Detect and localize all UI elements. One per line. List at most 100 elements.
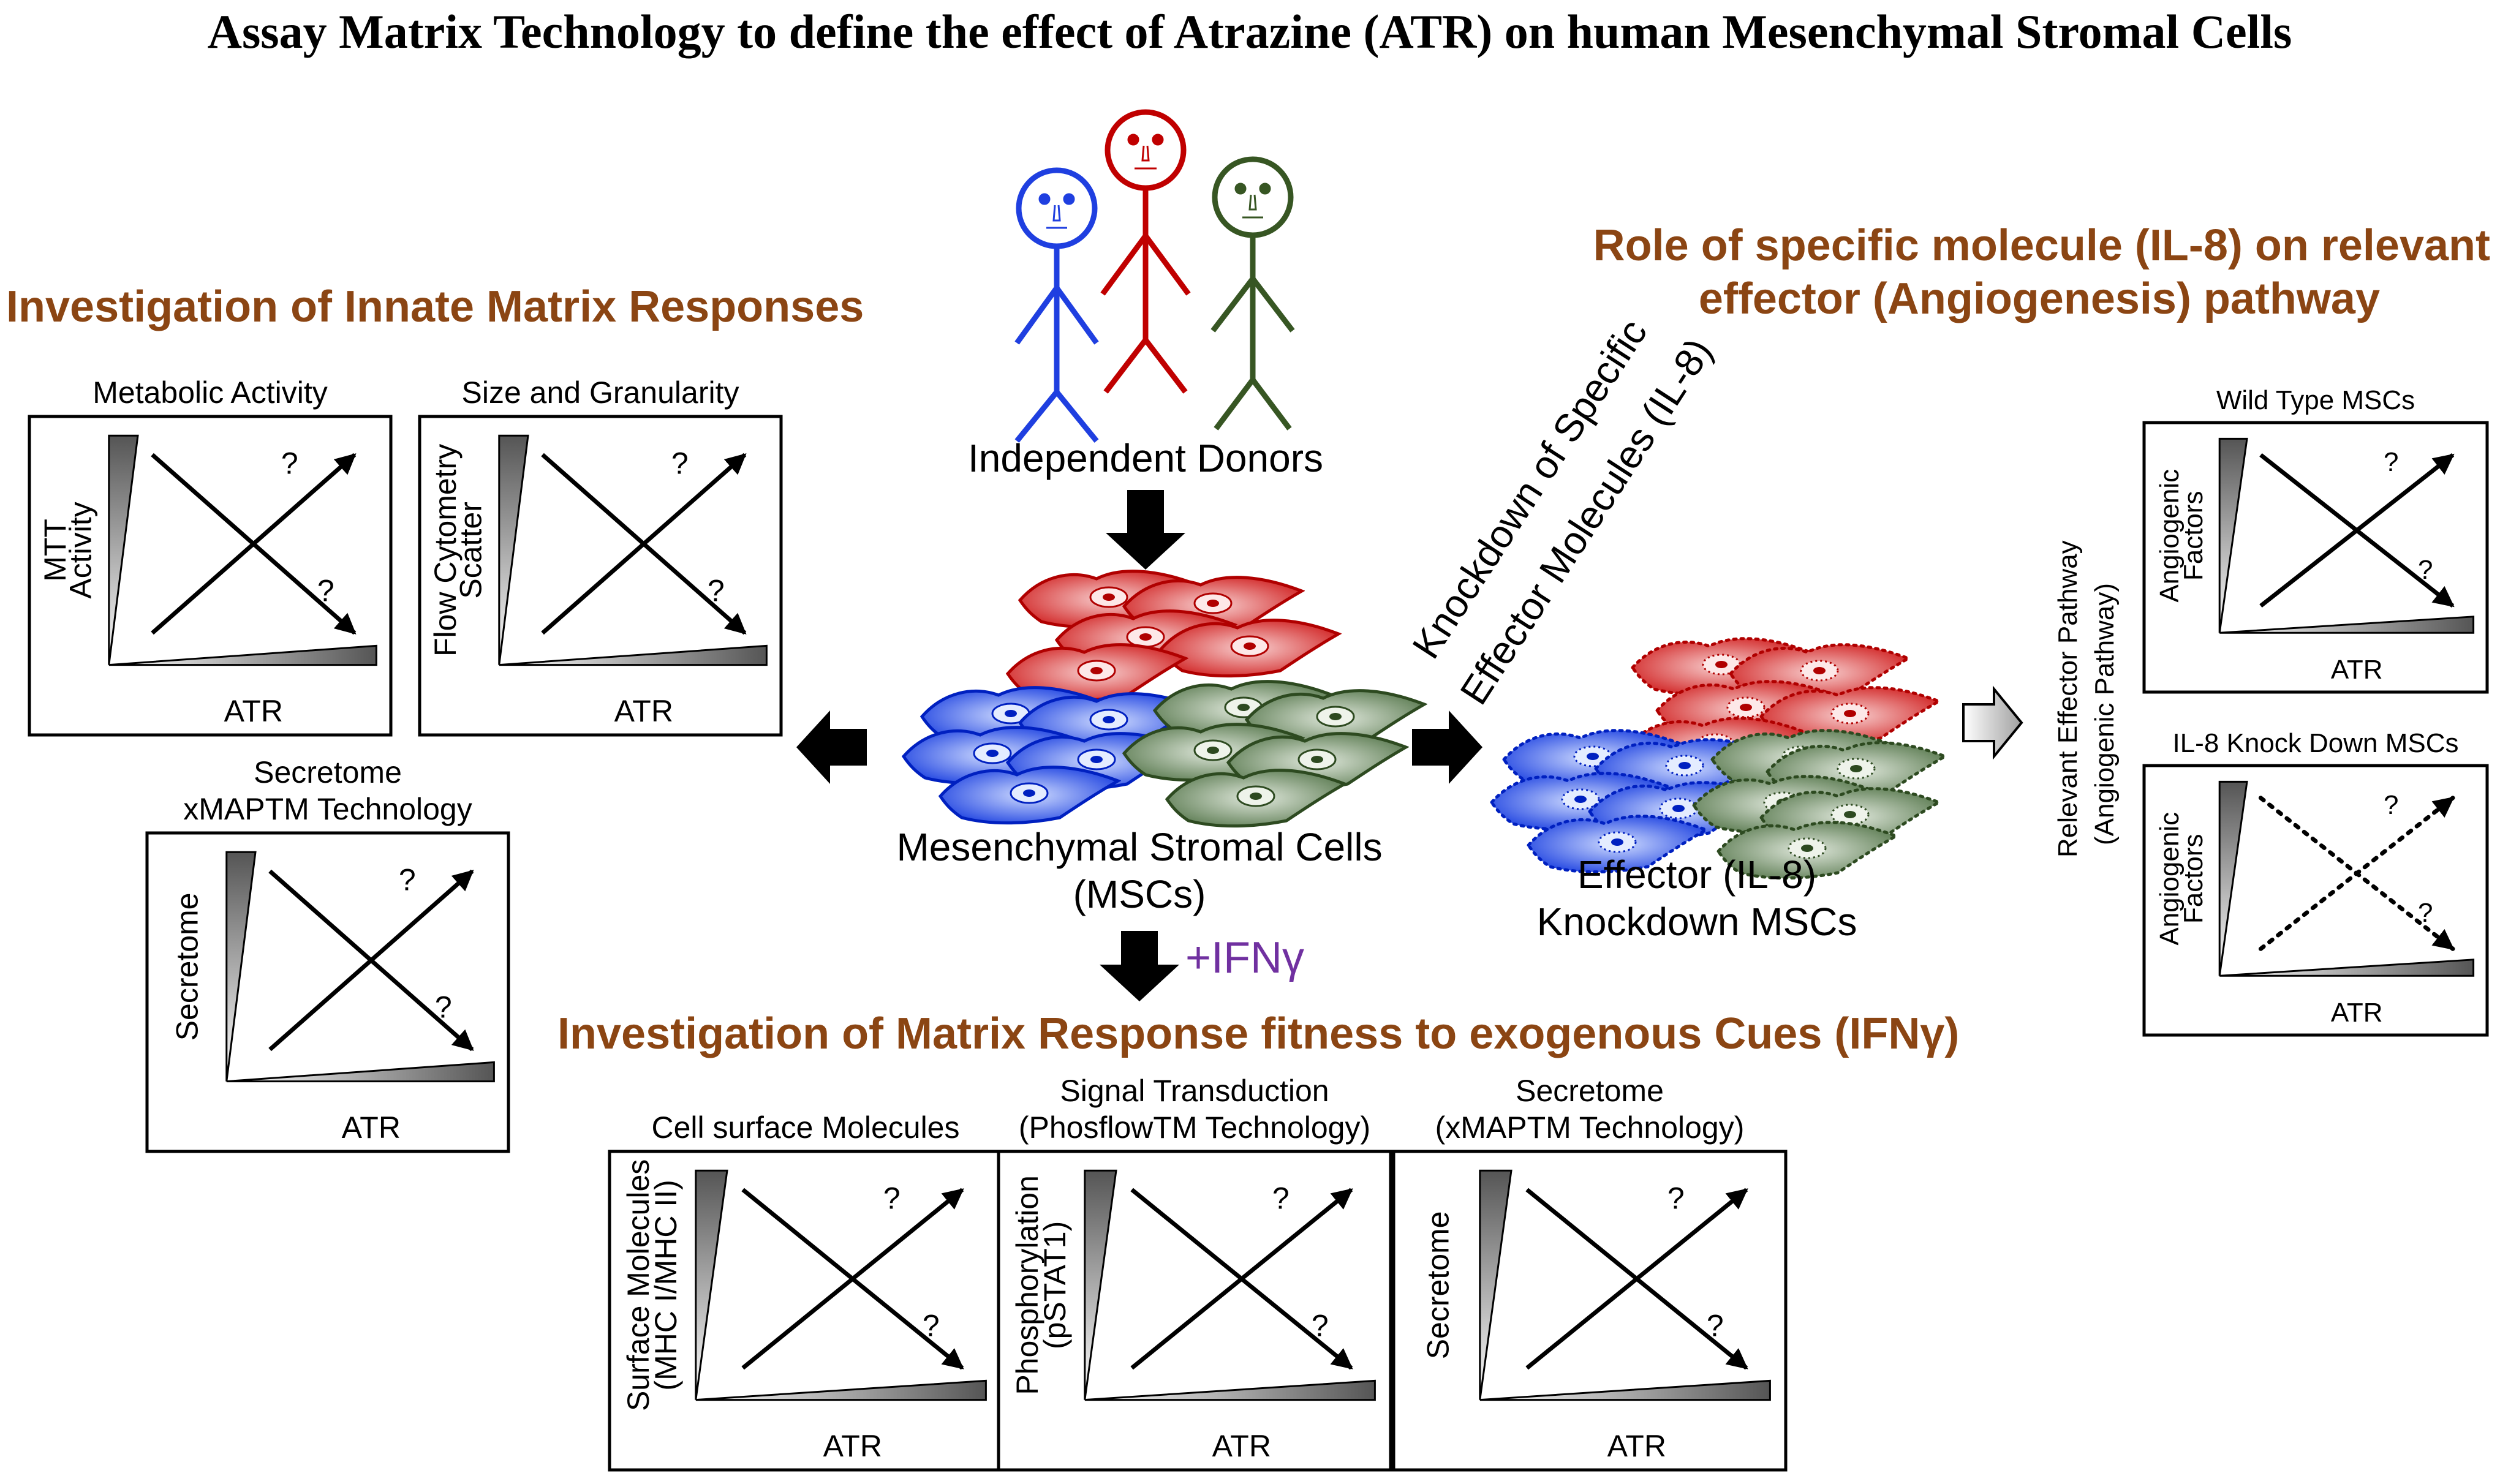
y-axis-label-2: (pSTAT1) [1038,1221,1072,1349]
x-gradient-wedge [1084,1379,1376,1401]
y-gradient-wedge [225,851,257,1082]
x-gradient-wedge [108,644,377,666]
increase-arrow [151,453,357,635]
arrow-to-knockdown [1412,710,1482,784]
y-axis-label-2: Factors [2178,834,2208,924]
y-axis-label-1: Angiogenic [2154,812,2185,946]
y-axis-label-2: Activity [63,502,97,598]
panel-title: Wild Type MSCs [2216,385,2415,415]
panel-frame [145,831,510,1153]
panel-title-2: (xMAPTM Technology) [1435,1110,1745,1145]
x-gradient-wedge [1479,1379,1771,1401]
y-axis-label-1: Flow Cytometry [428,444,463,657]
increase-arrow [541,453,747,635]
knockdown-cell-cluster [1492,639,1945,878]
section-role-heading-1: Role of specific molecule (IL-8) on rele… [1593,221,2490,270]
increase-arrow [1525,1188,1748,1370]
question-mark: ? [435,990,452,1025]
panel-secretome2: Secretome(xMAPTM Technology)ATRSecretome… [1392,1074,1788,1472]
y-gradient-wedge [2218,780,2248,976]
donor-figure-red [1100,109,1191,394]
question-mark: ? [2418,898,2433,928]
y-gradient-wedge [1084,1169,1117,1400]
y-gradient-wedge [498,434,529,665]
msc-label-1: Mesenchymal Stromal Cells [896,825,1382,869]
donor-figure-blue [1014,167,1099,443]
question-mark: ? [281,446,298,481]
panel-title-1: Signal Transduction [1060,1074,1329,1108]
increase-arrow [741,1188,964,1370]
panel-title: Metabolic Activity [93,375,327,410]
y-axis-label-1: Secretome [170,893,205,1041]
x-gradient-wedge [695,1379,987,1401]
panel-title: Size and Granularity [461,375,739,410]
panel-title: Cell surface Molecules [652,1110,960,1145]
y-axis-label-1: Secretome [1421,1211,1456,1360]
panel-frame [28,415,393,737]
section-role-heading-2: effector (Angiogenesis) pathway [1699,274,2380,323]
y-axis-label-2: Scatter [453,502,488,598]
msc-cell-cluster [904,571,1424,826]
panel-frame [418,415,783,737]
increase-arrow [2258,796,2455,951]
x-gradient-wedge [226,1061,495,1083]
y-axis-label-1: Phosphorylation [1010,1175,1044,1395]
x-axis-label: ATR [1607,1429,1666,1463]
donors-label: Independent Donors [968,436,1323,480]
panel-signal: Signal Transduction(PhosflowTM Technolog… [997,1074,1392,1472]
panel-title: IL-8 Knock Down MSCs [2172,728,2458,758]
question-mark: ? [2384,447,2398,477]
x-gradient-wedge [2219,616,2475,634]
arrow-to-pathway [1962,685,2023,760]
x-axis-label: ATR [2331,655,2383,685]
question-mark: ? [2384,790,2398,820]
y-axis-label-1: Angiogenic [2154,469,2185,603]
increase-arrow [2259,453,2455,608]
effector-label-2: Knockdown MSCs [1537,900,1857,944]
x-axis-label: ATR [224,694,283,728]
msc-label-2: (MSCs) [1073,872,1206,916]
panel-title-1: Secretome [1516,1074,1664,1108]
y-axis-label-2: (MHC I/MHC II) [649,1180,683,1390]
increase-arrow [268,869,474,1052]
panel-title-2: xMAPTM Technology [183,792,472,826]
y-axis-label-2: Factors [2178,491,2208,581]
x-axis-label: ATR [823,1429,882,1463]
question-mark: ? [1272,1181,1290,1216]
panel-frame [2142,421,2489,694]
y-gradient-wedge [1479,1169,1512,1400]
panel-title-2: (PhosflowTM Technology) [1019,1110,1370,1145]
question-mark: ? [708,574,725,608]
x-axis-label: ATR [614,694,673,728]
ifn-gamma-label: +IFNγ [1185,933,1304,982]
arrow-to-exogenous [1100,931,1179,1001]
diagram-title: Assay Matrix Technology to define the ef… [208,5,2292,58]
y-axis-label-1: MTT [38,519,72,582]
question-mark: ? [317,574,334,608]
panel-frame [1392,1150,1788,1472]
y-gradient-wedge [2218,437,2248,633]
panel-frame [997,1150,1392,1472]
donor-figure-green [1210,156,1295,431]
x-axis-label: ATR [1212,1429,1271,1463]
question-mark: ? [1707,1309,1724,1343]
question-mark: ? [2418,555,2433,585]
question-mark: ? [923,1309,940,1343]
arrow-donors-to-mscs [1106,490,1185,570]
x-axis-label: ATR [2331,998,2383,1028]
y-gradient-wedge [108,434,139,665]
question-mark: ? [1312,1309,1329,1343]
question-mark: ? [399,863,416,897]
y-axis-label-1: Surface Molecules [621,1159,655,1411]
question-mark: ? [1667,1181,1685,1216]
section-exogenous-heading: Investigation of Matrix Response fitness… [557,1009,1959,1058]
section-innate-heading: Investigation of Innate Matrix Responses [6,282,864,331]
effector-label-1: Effector (IL-8) [1577,853,1816,897]
panel-frame [2142,764,2489,1037]
